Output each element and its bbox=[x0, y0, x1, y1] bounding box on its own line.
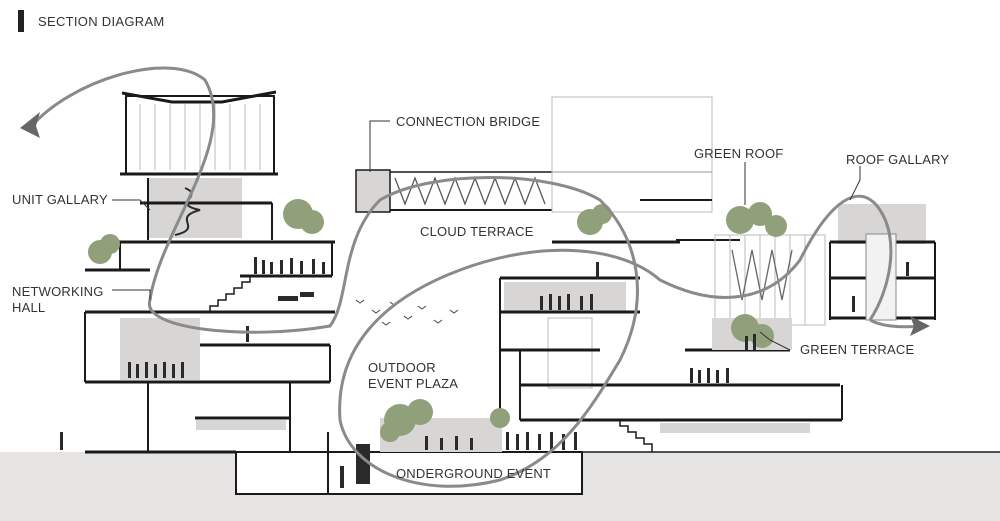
people-silhouettes bbox=[60, 257, 909, 488]
path-arrow-left bbox=[20, 112, 40, 138]
page-title: SECTION DIAGRAM bbox=[38, 13, 165, 29]
label-underground-event: ONDERGROUND EVENT bbox=[396, 466, 552, 481]
label-connection-bridge: CONNECTION BRIDGE bbox=[396, 114, 541, 129]
label-networking-hall-line2: HALL bbox=[12, 300, 46, 315]
connection-bridge bbox=[355, 96, 713, 213]
leader-lines bbox=[112, 120, 861, 351]
label-cloud-terrace: CLOUD TERRACE bbox=[418, 224, 536, 240]
left-building bbox=[84, 90, 335, 452]
label-outdoor-event-plaza-line2: EVENT PLAZA bbox=[368, 376, 459, 391]
label-roof-gallary: ROOF GALLARY bbox=[846, 152, 950, 167]
trees bbox=[88, 199, 787, 442]
underground-hall bbox=[235, 451, 583, 495]
label-unit-gallary: UNIT GALLARY bbox=[12, 192, 108, 207]
path-arrow-right bbox=[910, 316, 930, 336]
label-outdoor-event-plaza-line1: OUTDOOR bbox=[368, 360, 436, 375]
right-building bbox=[499, 204, 936, 452]
birds bbox=[355, 299, 459, 326]
label-green-terrace: GREEN TERRACE bbox=[800, 342, 915, 357]
label-networking-hall-line1: NETWORKING bbox=[12, 284, 104, 299]
header-bar-mark bbox=[18, 10, 24, 32]
label-green-roof: GREEN ROOF bbox=[694, 146, 784, 161]
section-header: SECTION DIAGRAM bbox=[18, 10, 165, 32]
